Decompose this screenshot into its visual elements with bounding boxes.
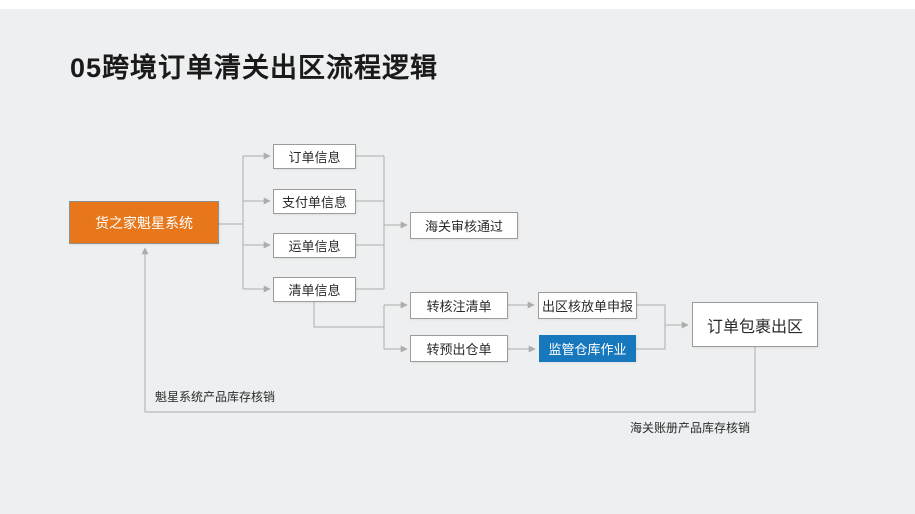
node-manifest-info: 清单信息 xyxy=(273,277,356,302)
label-customs-ledger-inventory-writeoff: 海关账册产品库存核销 xyxy=(630,421,751,435)
node-order-info: 订单信息 xyxy=(273,144,356,169)
node-to-check-list: 转核注清单 xyxy=(410,292,508,319)
node-supervised-warehouse: 监管仓库作业 xyxy=(539,335,636,362)
connector-merge-right xyxy=(636,304,666,350)
connector-manifest-bottom-feed xyxy=(313,302,384,328)
node-to-pre-outbound: 转预出仓单 xyxy=(410,335,508,362)
node-customs-approved: 海关审核通过 xyxy=(410,212,518,239)
node-exit-release-declaration: 出区核放单申报 xyxy=(538,292,637,319)
top-margin-strip xyxy=(0,0,915,9)
node-package-exit: 订单包裹出区 xyxy=(692,302,818,347)
node-payment-info: 支付单信息 xyxy=(273,189,356,214)
arrow-feedback-to-source xyxy=(141,247,756,413)
label-kuixing-inventory-writeoff: 魁星系统产品库存核销 xyxy=(155,390,276,404)
page-title: 05跨境订单清关出区流程逻辑 xyxy=(70,53,439,83)
node-kuixing-system: 货之家魁星系统 xyxy=(69,201,219,244)
node-waybill-info: 运单信息 xyxy=(273,233,356,258)
